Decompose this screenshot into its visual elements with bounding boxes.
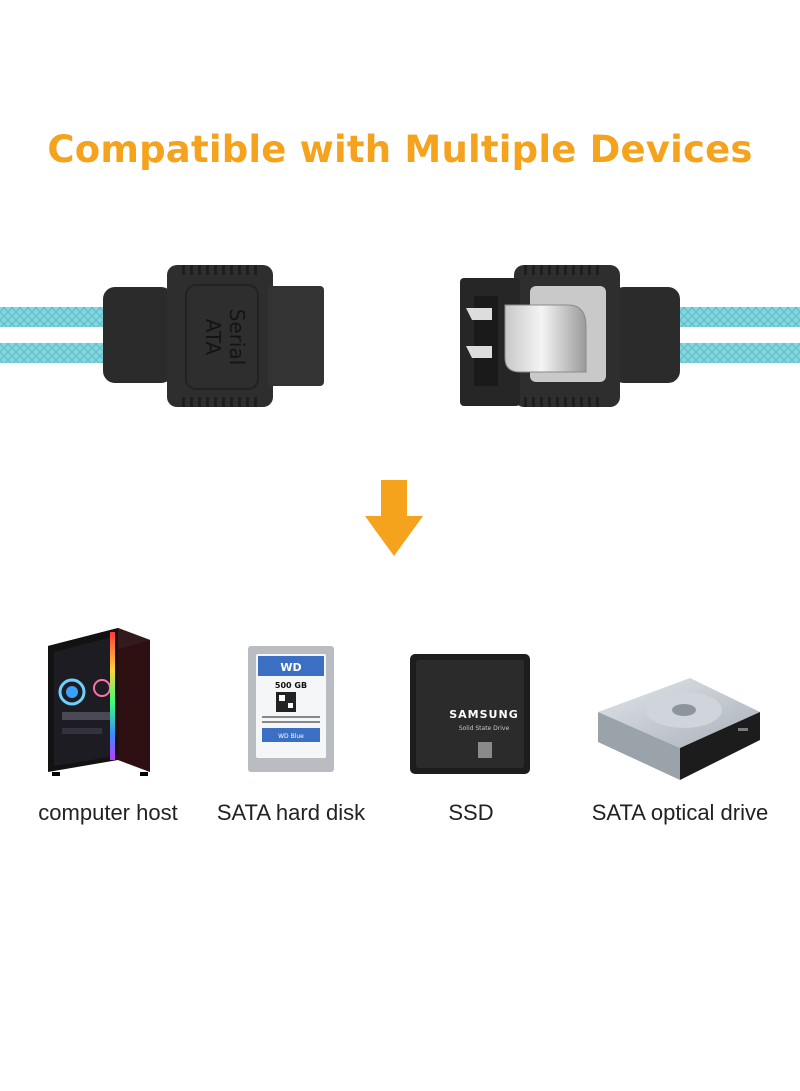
hdd-capacity-label: 500 GB <box>275 681 307 690</box>
optical-drive-icon <box>598 678 760 780</box>
down-arrow-icon <box>365 480 423 556</box>
left-cable-strand-top <box>0 307 110 327</box>
left-sata-cable: Serial ATA <box>0 265 324 407</box>
metal-latch-clip <box>504 304 587 373</box>
device-label-sata-hard-disk: SATA hard disk <box>216 800 366 825</box>
computer-case-icon <box>48 628 150 776</box>
ssd-icon: SAMSUNG Solid State Drive <box>410 654 530 774</box>
left-connector-plug <box>268 286 324 386</box>
hard-disk-icon: WD 500 GB WD Blue <box>248 646 334 772</box>
hdd-brand-label: WD <box>280 661 301 674</box>
page-title: Compatible with Multiple Devices <box>47 128 753 171</box>
hdd-series-label: WD Blue <box>278 733 304 740</box>
right-sata-cable <box>460 265 800 407</box>
left-connector-body <box>167 265 273 407</box>
left-connector-boot <box>103 287 173 383</box>
right-cable-strand-bottom <box>672 343 800 363</box>
right-cable-strand-top <box>672 307 800 327</box>
connector-text-serial: Serial <box>225 309 249 366</box>
left-cable-strand-bottom <box>0 343 110 363</box>
ssd-brand-label: SAMSUNG <box>449 708 518 721</box>
connector-text-ata: ATA <box>201 319 225 356</box>
ssd-sub-label: Solid State Drive <box>459 725 510 732</box>
device-label-ssd: SSD <box>448 800 494 825</box>
device-label-computer-host: computer host <box>38 800 178 825</box>
right-connector-boot <box>612 287 680 383</box>
device-label-sata-optical-drive: SATA optical drive <box>591 800 769 825</box>
